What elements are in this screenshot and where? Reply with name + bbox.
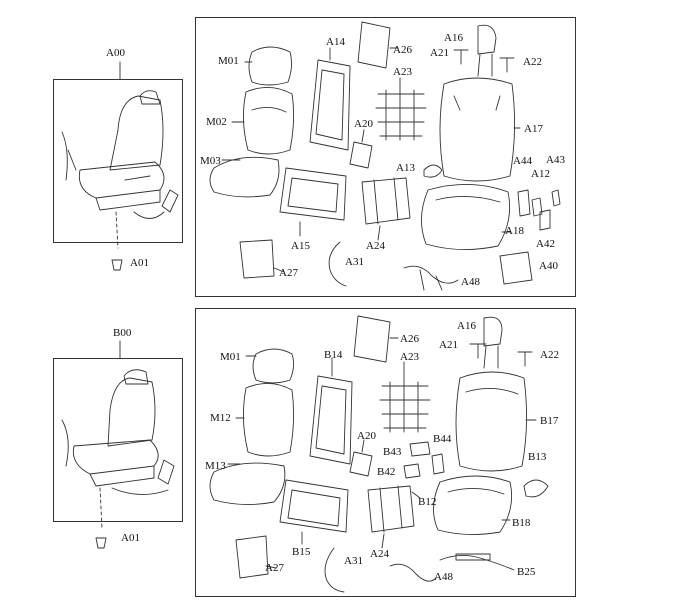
top-label-a31: A31 [345, 256, 364, 268]
top-label-a42: A42 [536, 238, 555, 250]
bottom-label-a24: A24 [370, 548, 389, 560]
bottom-label-b12: B12 [418, 496, 437, 508]
top-label-m02: M02 [206, 116, 227, 128]
bottom-label-a16: A16 [457, 320, 476, 332]
bottom-label-b17: B17 [540, 415, 559, 427]
bottom-assembly-label: B00 [113, 327, 132, 339]
bottom-exploded-frame [195, 308, 576, 597]
top-label-a24: A24 [366, 240, 385, 252]
top-label-a21: A21 [430, 47, 449, 59]
top-label-a48: A48 [461, 276, 480, 288]
bottom-label-a01: A01 [121, 532, 140, 544]
bottom-label-a48: A48 [434, 571, 453, 583]
bottom-label-a27: A27 [265, 562, 284, 574]
top-label-a22: A22 [523, 56, 542, 68]
top-exploded-parts [209, 21, 561, 291]
top-label-a44: A44 [513, 155, 532, 167]
top-label-a20: A20 [354, 118, 373, 130]
top-label-a18: A18 [505, 225, 524, 237]
top-label-a27: A27 [279, 267, 298, 279]
top-label-m03: M03 [200, 155, 221, 167]
top-label-a12: A12 [531, 168, 550, 180]
bottom-label-b42: B42 [377, 466, 396, 478]
bottom-label-m13: M13 [205, 460, 226, 472]
top-exploded-frame [195, 17, 576, 297]
top-label-a14: A14 [326, 36, 345, 48]
bottom-label-b18: B18 [512, 517, 531, 529]
bottom-label-b15: B15 [292, 546, 311, 558]
top-label-a15: A15 [291, 240, 310, 252]
top-label-a16: A16 [444, 32, 463, 44]
bottom-assembled-seat [61, 340, 175, 549]
bottom-label-b13: B13 [528, 451, 547, 463]
top-label-a40: A40 [539, 260, 558, 272]
bottom-label-a31: A31 [344, 555, 363, 567]
bottom-label-b44: B44 [433, 433, 452, 445]
top-label-a01: A01 [130, 257, 149, 269]
bottom-label-a22: A22 [540, 349, 559, 361]
top-label-m01: M01 [218, 55, 239, 67]
top-label-a43: A43 [546, 154, 565, 166]
bottom-label-b43: B43 [383, 446, 402, 458]
top-label-a13: A13 [396, 162, 415, 174]
bottom-label-b25: B25 [517, 566, 536, 578]
top-label-a17: A17 [524, 123, 543, 135]
bottom-label-a23: A23 [400, 351, 419, 363]
bottom-label-m12: M12 [210, 412, 231, 424]
bottom-label-a20: A20 [357, 430, 376, 442]
top-label-a23: A23 [393, 66, 412, 78]
bottom-exploded-parts [209, 315, 549, 593]
top-assembly-label: A00 [106, 47, 125, 59]
bottom-label-m01: M01 [220, 351, 241, 363]
top-label-a26: A26 [393, 44, 412, 56]
top-assembled-seat [61, 61, 179, 271]
bottom-assembly-frame [53, 358, 183, 522]
bottom-label-a21: A21 [439, 339, 458, 351]
bottom-label-a26: A26 [400, 333, 419, 345]
bottom-label-b14: B14 [324, 349, 343, 361]
